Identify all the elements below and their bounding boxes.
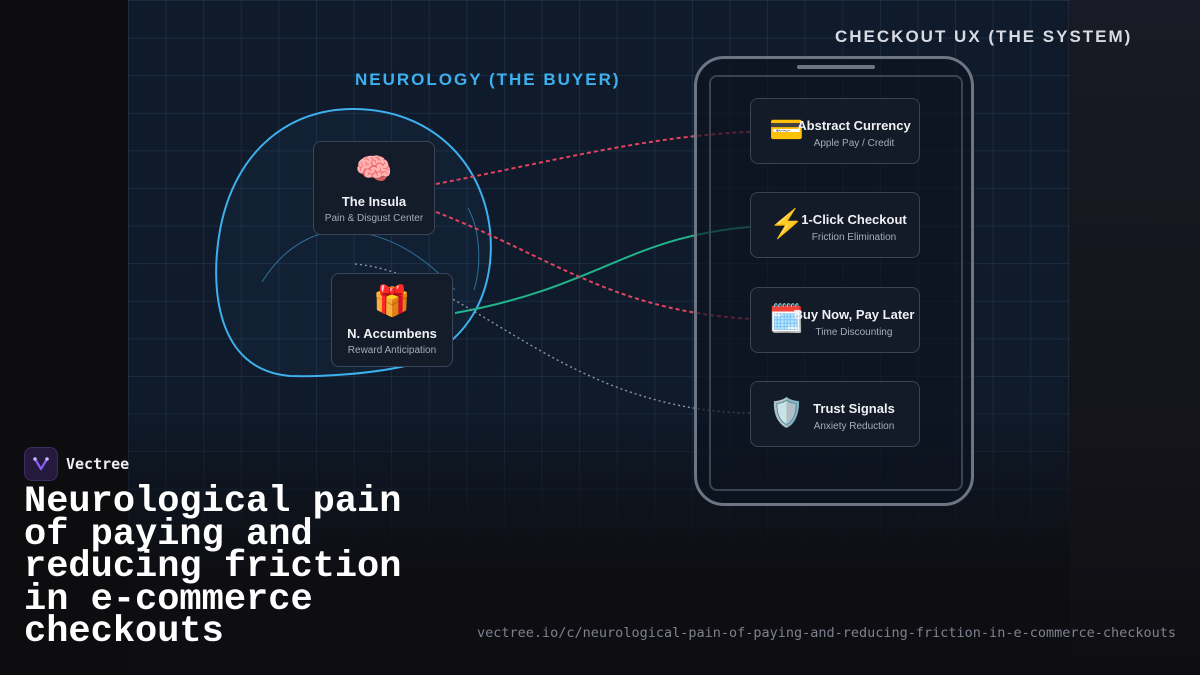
credit-card-icon: 💳 [769,114,804,145]
connection-bnpl-insula [435,211,781,321]
feature-card-bnpl: 🗓️ Buy Now, Pay Later Time Discounting [750,287,920,353]
feature-subtitle: Time Discounting [815,327,893,338]
feature-name: Trust Signals [813,401,895,416]
brain-fold-line [467,207,480,291]
region-subtitle: Pain & Disgust Center [324,213,424,224]
feature-name: Buy Now, Pay Later [793,307,915,322]
region-subtitle: Reward Anticipation [347,345,437,356]
brand-name: Vectree [66,455,130,473]
brand: Vectree [24,447,129,481]
feature-card-abstract-currency: 💳 Abstract Currency Apple Pay / Credit [750,98,920,164]
lightning-icon: ⚡ [769,208,804,239]
right-shade [1070,0,1200,675]
feature-name: Abstract Currency [797,118,911,133]
brain-icon: 🧠 [355,153,393,186]
feature-subtitle: Friction Elimination [811,232,897,243]
gift-icon: 🎁 [373,285,411,318]
phone-speaker [797,65,875,69]
feature-card-trust-signals: 🛡️ Trust Signals Anxiety Reduction [750,381,920,447]
vectree-logo-mark [33,457,49,471]
shield-icon: 🛡️ [769,397,804,428]
page-title: Neurological pain of paying and reducing… [24,481,402,653]
calendar-icon: 🗓️ [769,303,804,334]
phone-screen [709,75,963,491]
source-url[interactable]: vectree.io/c/neurological-pain-of-paying… [477,625,1176,641]
feature-card-one-click-checkout: ⚡ 1-Click Checkout Friction Elimination [750,192,920,258]
feature-subtitle: Apple Pay / Credit [813,138,895,149]
system-section-title: CHECKOUT UX (THE SYSTEM) [835,27,1133,46]
neurology-section-title: NEUROLOGY (THE BUYER) [355,70,621,89]
feature-name: 1-Click Checkout [801,212,907,227]
region-card-insula: 🧠 The Insula Pain & Disgust Center [313,141,435,235]
region-name: The Insula [341,194,407,209]
region-card-accumbens: 🎁 N. Accumbens Reward Anticipation [331,273,453,367]
region-name: N. Accumbens [347,326,437,341]
vectree-logo-icon [24,447,58,481]
feature-subtitle: Anxiety Reduction [813,421,895,432]
